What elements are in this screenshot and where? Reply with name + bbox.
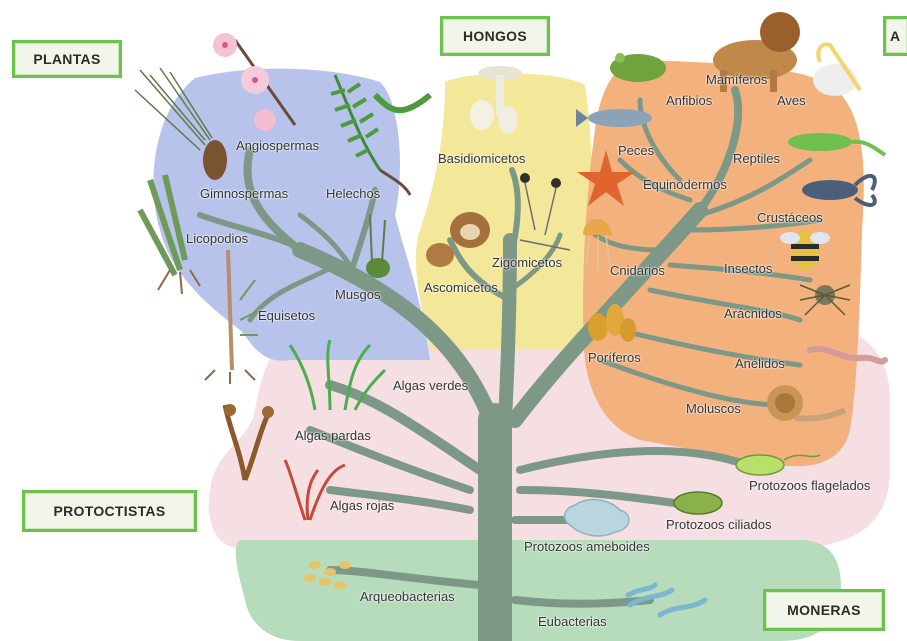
label-insectos: Insectos xyxy=(724,261,772,276)
kingdom-animales-label: A xyxy=(890,28,900,44)
label-aves: Aves xyxy=(777,93,806,108)
label-poriferos: Poríferos xyxy=(588,350,641,365)
label-anfibios: Anfibios xyxy=(666,93,712,108)
label-arqueobacterias: Arqueobacterias xyxy=(360,589,455,604)
ciliate-icon xyxy=(674,492,722,514)
label-helechos: Helechos xyxy=(326,186,380,201)
kingdom-protoctistas-label: PROTOCTISTAS xyxy=(54,503,166,519)
kingdom-hongos-label: HONGOS xyxy=(463,28,527,44)
label-eubacterias: Eubacterias xyxy=(538,614,607,629)
label-ascomicetos: Ascomicetos xyxy=(424,280,498,295)
kingdom-moneras-label: MONERAS xyxy=(787,602,861,618)
kingdom-moneras-box: MONERAS xyxy=(763,589,885,631)
label-mamiferos: Mamíferos xyxy=(706,72,767,87)
label-equisetos: Equisetos xyxy=(258,308,315,323)
label-angiospermas: Angiospermas xyxy=(236,138,319,153)
kingdom-animales-box: A xyxy=(883,16,907,56)
kingdom-plantas-label: PLANTAS xyxy=(33,51,100,67)
label-musgos: Musgos xyxy=(335,287,381,302)
label-moluscos: Moluscos xyxy=(686,401,741,416)
label-licopodios: Licopodios xyxy=(186,231,248,246)
pelican-icon xyxy=(813,44,860,96)
label-gimnospermas: Gimnospermas xyxy=(200,186,288,201)
label-algas-rojas: Algas rojas xyxy=(330,498,394,513)
label-aracnidos: Arácnidos xyxy=(724,306,782,321)
kingdom-plantas-box: PLANTAS xyxy=(12,40,122,78)
label-anelidos: Anélidos xyxy=(735,356,785,371)
label-peces: Peces xyxy=(618,143,654,158)
kingdom-hongos-box: HONGOS xyxy=(440,16,550,56)
kingdom-protoctistas-box: PROTOCTISTAS xyxy=(22,490,197,532)
label-equinodermos: Equinodermos xyxy=(643,177,727,192)
frog-icon xyxy=(610,53,666,82)
label-crustaceos: Crustáceos xyxy=(757,210,823,225)
label-zigomicetos: Zigomicetos xyxy=(492,255,562,270)
label-protozoos-ameboides: Protozoos ameboides xyxy=(524,539,650,554)
label-cnidarios: Cnidarios xyxy=(610,263,665,278)
label-algas-pardas: Algas pardas xyxy=(295,428,371,443)
label-reptiles: Reptiles xyxy=(733,151,780,166)
label-protozoos-flagelados: Protozoos flagelados xyxy=(749,478,870,493)
label-basidiomicetos: Basidiomicetos xyxy=(438,151,525,166)
label-protozoos-ciliados: Protozoos ciliados xyxy=(666,517,772,532)
label-algas-verdes: Algas verdes xyxy=(393,378,468,393)
